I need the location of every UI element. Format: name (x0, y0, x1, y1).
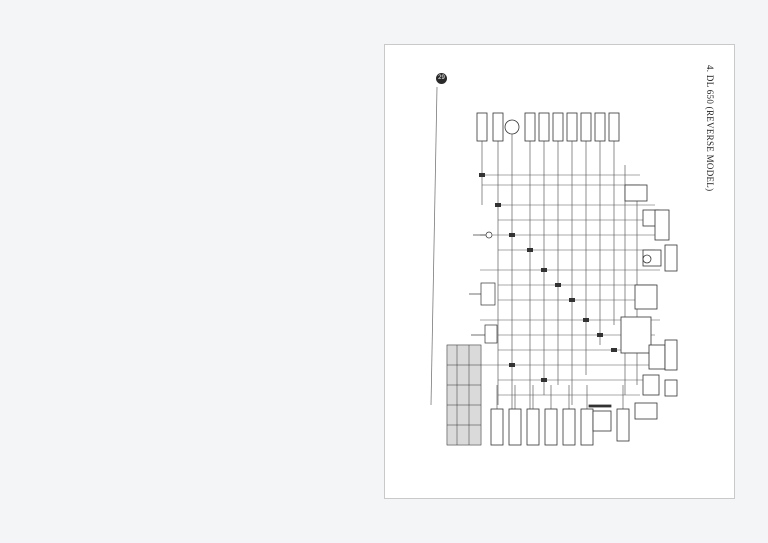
connector-marks (479, 173, 617, 382)
schematic-sheet: 4. DL 650 (REVERSE MODEL) 29 (384, 44, 735, 499)
legend-table (446, 344, 482, 446)
bottom-row-wires (496, 385, 624, 409)
wiring-diagram (430, 86, 678, 446)
page-number-badge: 29 (436, 73, 447, 84)
component-column-right (620, 184, 678, 420)
diagram-heading: 4. DL 650 (REVERSE MODEL) (705, 65, 715, 192)
component-row-top (476, 112, 620, 142)
harness-lines (480, 174, 660, 396)
component-middle (469, 231, 498, 344)
margin-rule (430, 86, 438, 406)
component-row-bottom (490, 404, 630, 446)
top-row-wires (481, 134, 638, 415)
